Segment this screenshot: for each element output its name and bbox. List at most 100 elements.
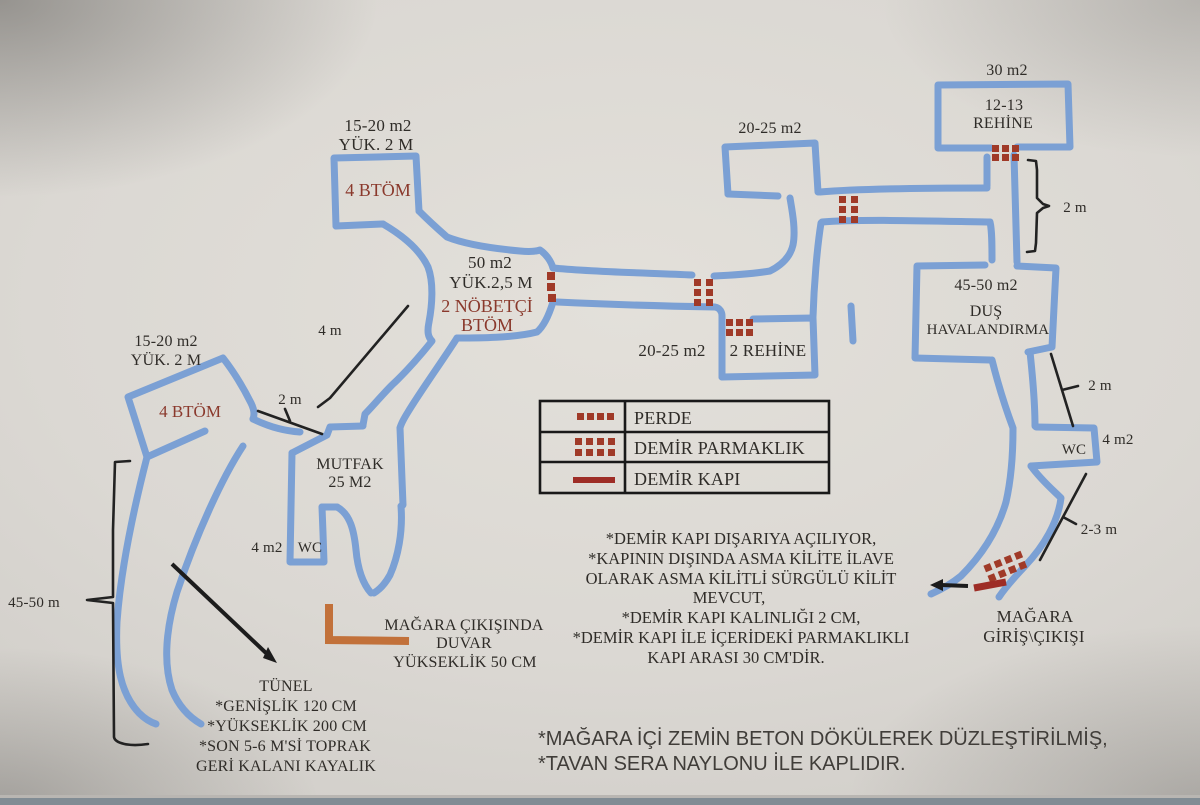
hostage-shaft-east: [1010, 151, 1021, 266]
exit-wall-label-3: YÜKSEKLİK 50 CM: [393, 653, 536, 671]
hall-height: YÜK.2,5 M: [449, 273, 533, 292]
shower-name-1: DUŞ: [970, 303, 1003, 320]
east-corridor-top-wall-1: [549, 264, 696, 279]
iron-bars-mark-cave-entrance: [983, 550, 1028, 583]
north-east-corridor-bottom: [818, 216, 996, 264]
room-btom-top-size: 15-20 m2: [344, 116, 411, 135]
room-hostage-12-13: [934, 80, 1074, 152]
room-wc-right: [1027, 423, 1101, 470]
shower-size: 45-50 m2: [954, 277, 1017, 294]
diagonal-corridor-east-wall: [396, 334, 461, 432]
curtain-mark-hall-corridor: [547, 272, 556, 302]
legend-curtain-icon: [577, 413, 614, 420]
measure-2m-passage-label: 2 m: [278, 392, 302, 408]
legend-label-parmaklik: DEMİR PARMAKLIK: [634, 438, 805, 458]
room-2rehine-walls: [718, 314, 819, 381]
entrance-arrowhead: [930, 579, 943, 591]
room-btom-left-walls: [124, 354, 258, 461]
iron-bars-mark-2rehine-entrance: [726, 319, 753, 336]
shower-corridor-east: [1026, 348, 1039, 430]
hall-top-wall: [415, 207, 557, 272]
tunnel-arrow: [170, 562, 277, 663]
door-note-4: *DEMİR KAPI KALINLIĞI 2 CM,: [622, 608, 861, 627]
tunnel-inner-wall: [163, 442, 247, 728]
room-top-middle-bottom: [724, 190, 782, 200]
east-corridor-top-wall-2: [710, 194, 798, 280]
measure-2-3m-label: 2-3 m: [1081, 522, 1118, 538]
hostage-room-name-2: REHİNE: [973, 114, 1033, 132]
room-btom-top-walls: [330, 152, 423, 230]
legend-label-perde: PERDE: [634, 408, 692, 428]
floor-note-1: *TAVAN SERA NAYLONU İLE KAPLIDIR.: [538, 752, 906, 775]
wc-right-size: 4 m2: [1102, 432, 1133, 448]
entrance-corridor-east: [995, 462, 1065, 601]
room-shower-right: [1013, 262, 1060, 356]
kitchen-east-wall: [396, 424, 407, 509]
tunnel-arrowhead: [263, 647, 277, 663]
door-note-3: MEVCUT,: [693, 588, 766, 607]
room-top-middle-walls: [721, 139, 822, 198]
measure-line-2m-shower: [1049, 352, 1080, 428]
iron-door-mark-cave-entrance: [973, 578, 1007, 592]
room-labels: 15-20 m2 YÜK. 2 M 4 BTÖM 50 m2 YÜK.2,5 M…: [131, 62, 1134, 556]
hostage-room-name-1: 12-13: [985, 97, 1023, 114]
wc-left-name: WC: [298, 540, 323, 556]
exit-corridor-east: [370, 502, 405, 597]
measure-line-2-3m: [1038, 472, 1088, 562]
east-corridor-bottom-wall: [553, 298, 726, 381]
door-note-0: *DEMİR KAPI DIŞARIYA AÇILIYOR,: [606, 529, 876, 548]
door-note-2: OLARAK ASMA KİLİTLİ SÜRGÜLÜ KİLİT: [586, 569, 897, 588]
north-east-corridor-top: [816, 184, 991, 196]
measure-45-50m-label: 45-50 m: [8, 595, 60, 611]
hall-name-2: BTÖM: [461, 315, 513, 335]
annotation-labels: MAĞARA GİRİŞ\ÇIKIŞI MAĞARA ÇIKIŞINDA DUV…: [196, 607, 1085, 775]
entrance-label-1: MAĞARA: [997, 607, 1074, 626]
tunnel-label-1: *GENİŞLİK 120 CM: [215, 697, 357, 715]
room-2rehine-name: 2 REHİNE: [730, 341, 807, 360]
entrance-corridor-west: [927, 425, 1017, 598]
iron-bars-mark-hostage-room: [992, 145, 1019, 161]
door-note-1: *KAPININ DIŞINDA ASMA KİLİTE İLAVE: [588, 549, 894, 568]
shower-name-2: HAVALANDIRMA: [927, 322, 1050, 338]
room-btom-left-name: 4 BTÖM: [159, 402, 221, 421]
curtain-mark-northeast-corridor: [839, 196, 858, 223]
legend-label-kapi: DEMİR KAPI: [634, 469, 741, 489]
tunnel-label-2: *YÜKSEKLİK 200 CM: [207, 717, 367, 735]
room-shower-left: [911, 261, 994, 364]
measure-4m-label: 4 m: [318, 323, 342, 339]
measure-line-4m: [316, 304, 410, 409]
junction-north-wall: [249, 415, 304, 436]
hall-size: 50 m2: [468, 253, 512, 272]
room-btom-left-size: 15-20 m2: [134, 333, 197, 350]
measure-lines: [85, 158, 1088, 747]
floor-note-0: *MAĞARA İÇİ ZEMİN BETON DÖKÜLEREK DÜZLEŞ…: [538, 727, 1108, 750]
tunnel-label-0: TÜNEL: [259, 677, 312, 695]
legend-iron-bars-icon: [575, 438, 615, 456]
measure-2m-shower-label: 2 m: [1088, 378, 1112, 394]
tunnel-outer-wall: [113, 453, 160, 728]
tunnel-label-4: GERİ KALANI KAYALIK: [196, 757, 376, 775]
exit-wall-label-1: MAĞARA ÇIKIŞINDA: [384, 615, 543, 634]
iron-door-notes: *DEMİR KAPI DIŞARIYA AÇILIYOR, *KAPININ …: [573, 529, 910, 667]
floor-notes: *MAĞARA İÇİ ZEMİN BETON DÖKÜLEREK DÜZLEŞ…: [538, 727, 1108, 775]
shower-corridor-west: [988, 356, 1017, 432]
exit-wall-50cm: [325, 604, 410, 645]
wc-right-name: WC: [1062, 442, 1087, 458]
legend-border: [538, 399, 831, 495]
paper-edge: [0, 795, 1200, 799]
room-btom-top-name: 4 BTÖM: [345, 180, 411, 200]
room-btom-top-bottom-wall: [332, 220, 387, 230]
room-btom-top-height: YÜK. 2 M: [339, 135, 414, 154]
hall-bottom-wall: [453, 298, 557, 342]
room-2rehine-size: 20-25 m2: [638, 341, 705, 360]
brace-2m-shaft: [1025, 158, 1051, 254]
entrance-door-arrow: [930, 579, 969, 591]
cave-walls: [113, 80, 1101, 728]
brace-45-50m-tunnel: [85, 459, 150, 747]
table-edge: [0, 798, 1200, 805]
legend: PERDE DEMİR PARMAKLIK DEMİR KAPI: [538, 399, 831, 495]
kitchen-size: 25 M2: [328, 474, 371, 491]
kitchen-north-wall: [288, 422, 367, 457]
